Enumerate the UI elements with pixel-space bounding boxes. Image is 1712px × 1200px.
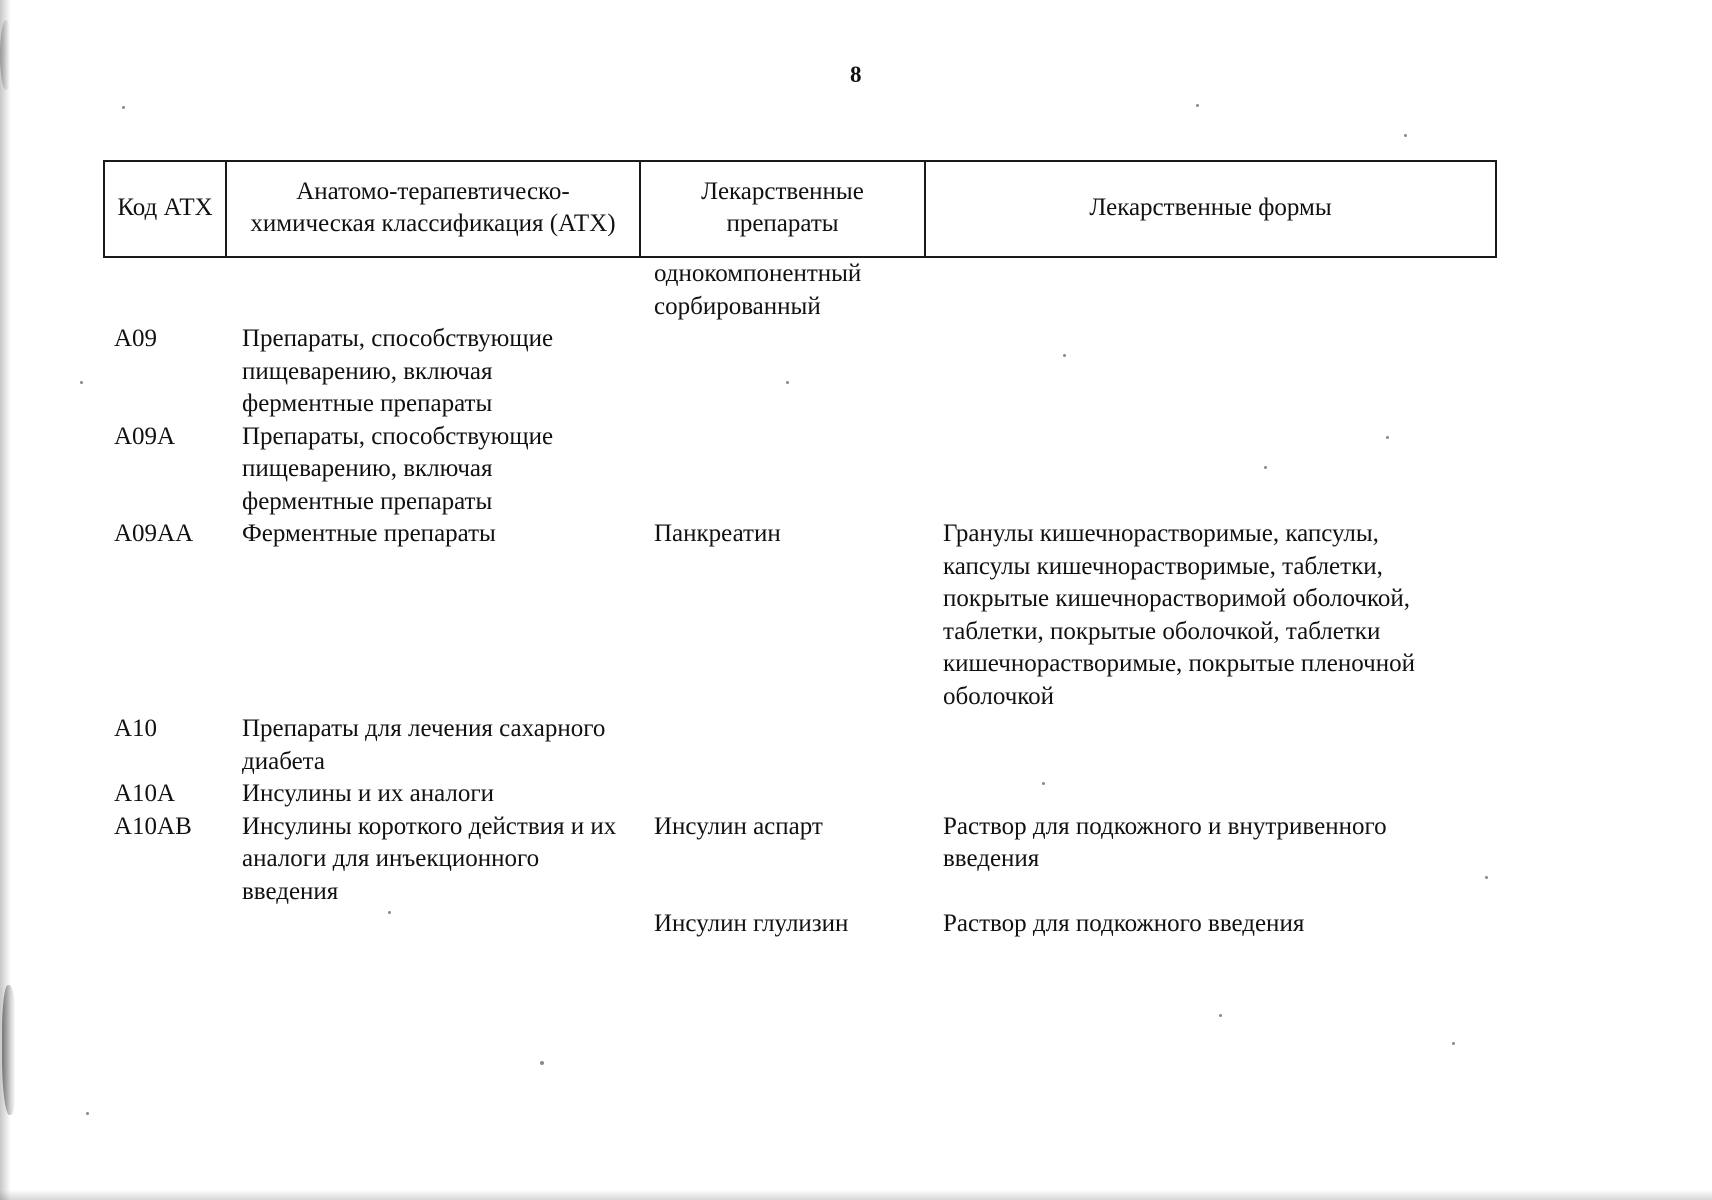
table-row: А10 Препараты для лечения сахарного диаб… bbox=[104, 713, 1496, 778]
cell-drugs bbox=[640, 421, 925, 519]
table-row: А09АА Ферментные препараты Панкреатин Гр… bbox=[104, 518, 1496, 713]
cell-drugs: Инсулин глулизин bbox=[654, 910, 849, 937]
scan-speck bbox=[122, 106, 125, 109]
atx-classification-table: Код АТХ Анатомо-терапевтическо- химическ… bbox=[103, 160, 1497, 941]
cell-drugs bbox=[640, 778, 925, 811]
table: Код АТХ Анатомо-терапевтическо- химическ… bbox=[103, 160, 1497, 941]
scan-speck bbox=[540, 1061, 544, 1065]
cell-classification: Ферментные препараты bbox=[242, 520, 496, 547]
column-header-forms: Лекарственные формы bbox=[924, 160, 1497, 258]
table-header: Код АТХ Анатомо-терапевтическо- химическ… bbox=[103, 160, 1497, 258]
cell-classification: Препараты, способствующие пищеварению, в… bbox=[242, 422, 554, 515]
cell-forms: Гранулы кишечнорастворимые, капсулы, кап… bbox=[943, 520, 1415, 710]
scan-speck bbox=[1404, 134, 1407, 137]
cell-code: А09 bbox=[114, 325, 158, 352]
cell-code: А09АА bbox=[114, 520, 194, 547]
cell-code: А09А bbox=[114, 422, 176, 450]
cell-classification: Препараты, способствующие пищеварению, в… bbox=[242, 325, 554, 417]
cell-drugs: Инсулин аспарт bbox=[654, 812, 823, 840]
cell-code: А10 bbox=[114, 715, 158, 742]
cell-drugs: однокомпонентный сорбированный bbox=[654, 260, 862, 320]
scan-speck bbox=[1196, 104, 1199, 107]
cell-code: А10АВ bbox=[114, 812, 192, 840]
table-body: однокомпонентный сорбированный А09 Препа… bbox=[104, 257, 1496, 941]
cell-forms bbox=[925, 713, 1496, 778]
scan-speck bbox=[1452, 1042, 1455, 1045]
scan-blotch-artifact bbox=[2, 985, 18, 1115]
page-number: 8 bbox=[850, 62, 862, 87]
cell-forms: Раствор для подкожного и внутривенного в… bbox=[943, 812, 1387, 873]
table-row: Инсулин глулизин Раствор для подкожного … bbox=[104, 908, 1496, 941]
cell-drugs: Панкреатин bbox=[654, 520, 781, 547]
table-row: А10АВ Инсулины короткого действия и их а… bbox=[104, 811, 1496, 909]
cell-classification bbox=[226, 908, 640, 941]
column-header-drugs: Лекарственные препараты bbox=[639, 160, 926, 258]
cell-forms bbox=[925, 257, 1496, 323]
cell-code bbox=[104, 908, 226, 941]
cell-forms bbox=[925, 421, 1496, 519]
scan-bottom-artifact bbox=[0, 1190, 1712, 1200]
cell-classification: Инсулины и их аналоги bbox=[242, 780, 495, 807]
scan-speck bbox=[80, 381, 83, 384]
cell-code: А10А bbox=[114, 780, 176, 807]
scan-edge-artifact bbox=[0, 0, 14, 1200]
cell-code bbox=[104, 257, 226, 323]
cell-forms: Раствор для подкожного введения bbox=[943, 910, 1305, 937]
scan-speck bbox=[1219, 1014, 1222, 1017]
scan-speck bbox=[86, 1112, 89, 1115]
cell-forms bbox=[925, 323, 1496, 421]
table-row: А09 Препараты, способствующие пищеварени… bbox=[104, 323, 1496, 421]
column-header-classification: Анатомо-терапевтическо- химическая класс… bbox=[225, 160, 641, 258]
table-header-row: Код АТХ Анатомо-терапевтическо- химическ… bbox=[103, 160, 1497, 258]
cell-classification bbox=[226, 257, 640, 323]
cell-classification: Препараты для лечения сахарного диабета bbox=[242, 715, 606, 775]
column-header-code: Код АТХ bbox=[103, 160, 227, 258]
cell-classification: Инсулины короткого действия и их аналоги… bbox=[242, 812, 617, 905]
cell-forms bbox=[925, 778, 1496, 811]
cell-drugs bbox=[640, 713, 925, 778]
cell-drugs bbox=[640, 323, 925, 421]
table-row: А10А Инсулины и их аналоги bbox=[104, 778, 1496, 811]
table-row: однокомпонентный сорбированный bbox=[104, 257, 1496, 323]
table-row: А09А Препараты, способствующие пищеварен… bbox=[104, 421, 1496, 519]
